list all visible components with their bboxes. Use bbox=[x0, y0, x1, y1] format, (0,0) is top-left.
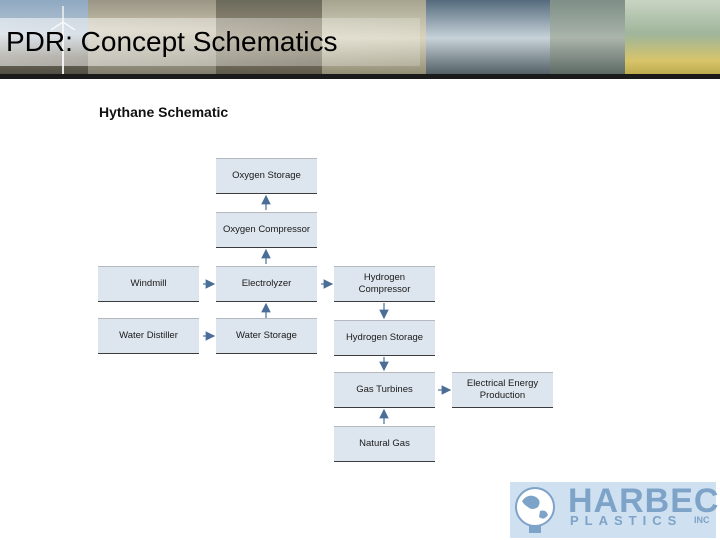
node-natural-gas: Natural Gas bbox=[334, 426, 435, 462]
logo-sub: PLASTICS bbox=[570, 513, 683, 528]
node-hydrogen-storage: Hydrogen Storage bbox=[334, 320, 435, 356]
globe-icon bbox=[515, 487, 555, 533]
title-band bbox=[0, 18, 420, 66]
harbec-logo: HARBEC PLASTICS INC bbox=[510, 482, 720, 538]
node-water-distiller: Water Distiller bbox=[98, 318, 199, 354]
header-divider bbox=[0, 74, 720, 79]
logo-name: HARBEC bbox=[568, 482, 720, 520]
node-oxygen-compressor: Oxygen Compressor bbox=[216, 212, 317, 248]
office-workers-photo bbox=[426, 0, 550, 76]
logo-suffix: INC bbox=[694, 515, 710, 525]
slide-title: PDR: Concept Schematics bbox=[6, 26, 338, 57]
node-hydrogen-compressor: Hydrogen Compressor bbox=[334, 266, 435, 302]
node-water-storage: Water Storage bbox=[216, 318, 317, 354]
cad-model-photo bbox=[625, 0, 720, 76]
schematic-title: Hythane Schematic bbox=[99, 104, 229, 120]
header-photo-strip: PDR: Concept Schematics bbox=[0, 0, 720, 76]
node-electrolyzer: Electrolyzer bbox=[216, 266, 317, 302]
production-floor-photo bbox=[550, 0, 625, 76]
node-electrical-energy-production: Electrical Energy Production bbox=[452, 372, 553, 408]
node-windmill: Windmill bbox=[98, 266, 199, 302]
node-oxygen-storage: Oxygen Storage bbox=[216, 158, 317, 194]
node-gas-turbines: Gas Turbines bbox=[334, 372, 435, 408]
